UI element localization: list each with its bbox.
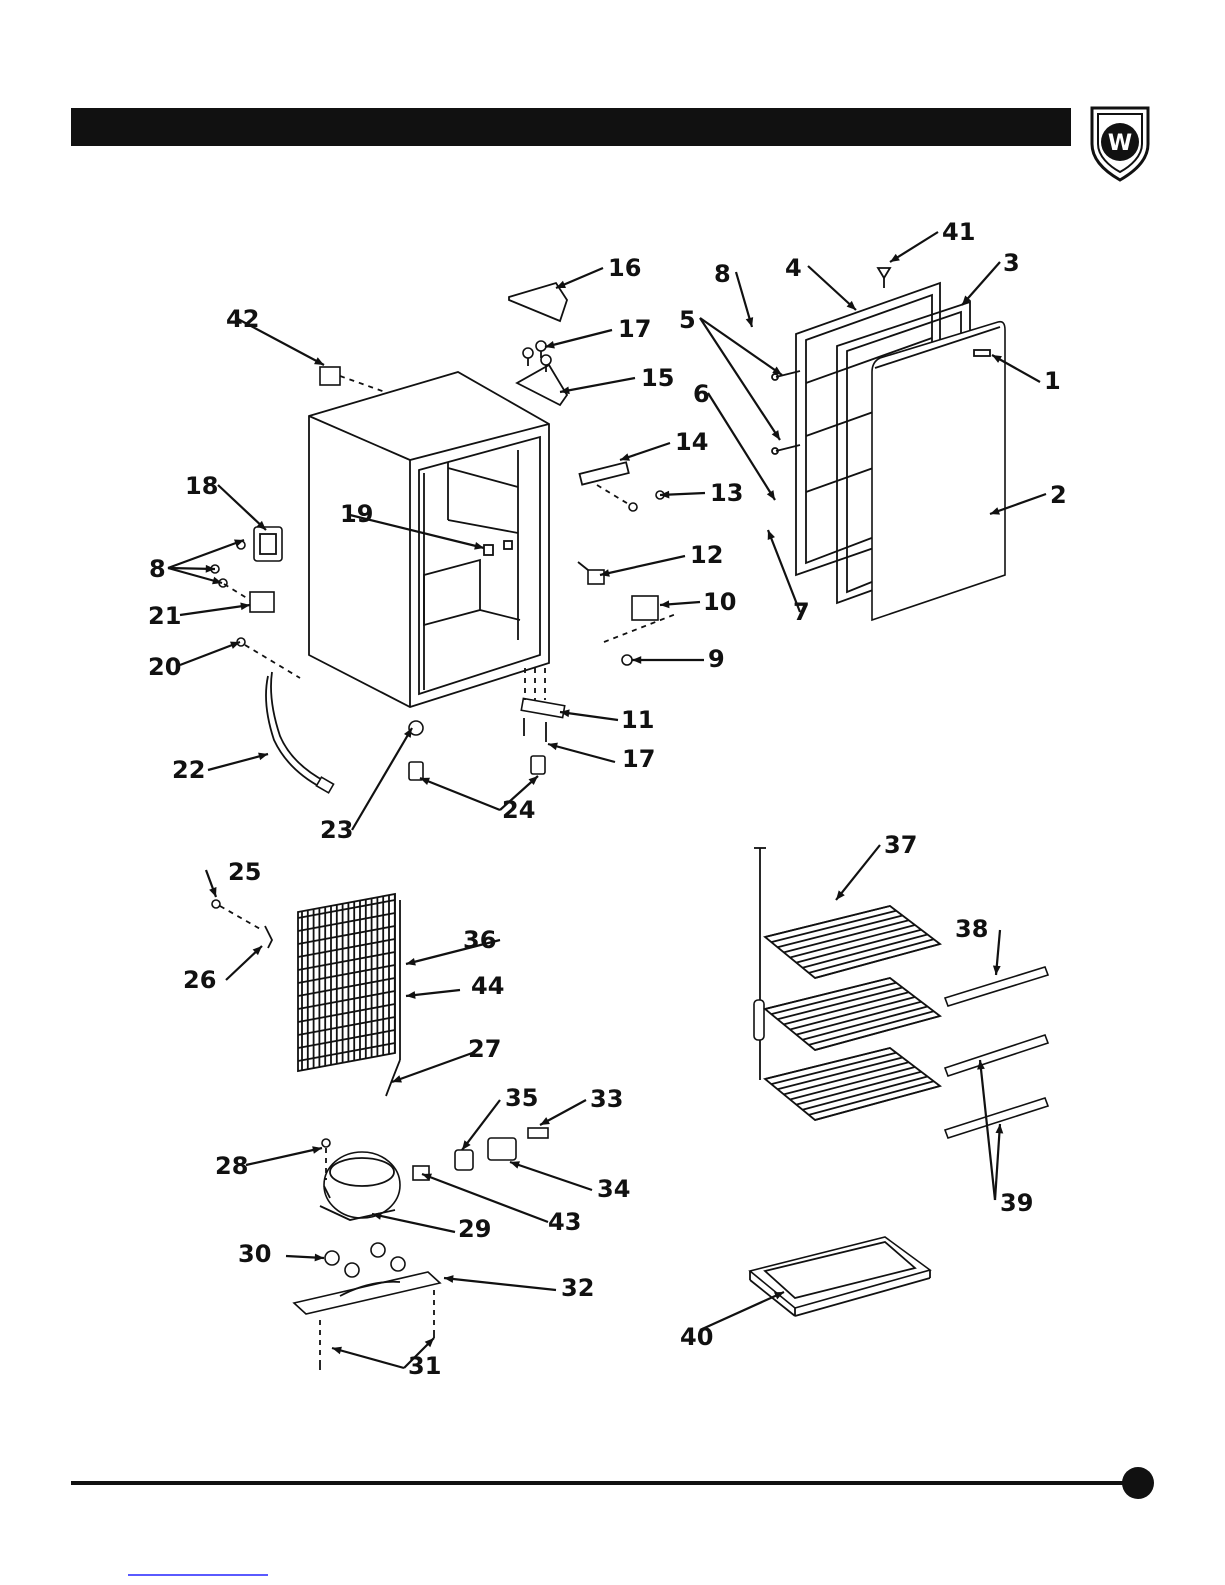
part-label: 4 [785, 254, 802, 282]
part-label: 25 [228, 858, 261, 886]
part-label: 43 [548, 1208, 581, 1236]
compressor-mount-grommets [325, 1243, 405, 1277]
power-cord [237, 638, 334, 793]
part-label: 24 [502, 796, 535, 824]
bracket-screws [597, 485, 664, 511]
part-label: 5 [679, 306, 696, 334]
shelf-trim-strips [945, 967, 1048, 1138]
thermostat-bezel [254, 527, 282, 561]
bottom-hinge-screws [524, 718, 546, 742]
part-label: 34 [597, 1175, 630, 1203]
part-label: 23 [320, 816, 353, 844]
drip-tray [750, 1237, 930, 1316]
top-hinge [517, 365, 567, 405]
part-label: 8 [149, 555, 166, 583]
part-label: 19 [340, 500, 373, 528]
compressor [320, 1139, 400, 1220]
door-stop-bracket [580, 462, 629, 484]
wire-shelves [765, 906, 940, 1120]
control-box-screw [622, 655, 632, 665]
part-label: 9 [708, 645, 725, 673]
part-label: 21 [148, 602, 181, 630]
part-label: 28 [215, 1152, 248, 1180]
part-label: 37 [884, 831, 917, 859]
part-label: 31 [408, 1352, 441, 1380]
condenser-clip [212, 900, 272, 948]
footer-page-dot [1122, 1467, 1154, 1499]
hinge-mount-dashes [525, 668, 545, 700]
part-label: 42 [226, 305, 259, 333]
clip [528, 1128, 548, 1138]
leveling-legs [409, 756, 545, 780]
bottom-hinge [521, 698, 564, 717]
part-label: 12 [690, 541, 723, 569]
door-top-pin [878, 268, 890, 288]
evaporator-tube [754, 848, 766, 1080]
overload [455, 1150, 473, 1170]
label-plate [320, 367, 340, 385]
top-hinge-cover [509, 283, 567, 321]
part-label: 1 [1044, 367, 1061, 395]
part-label: 36 [463, 926, 496, 954]
part-label: 41 [942, 218, 975, 246]
footer-rule [71, 1481, 1129, 1485]
part-label: 32 [561, 1274, 594, 1302]
condenser-coil [298, 894, 400, 1096]
part-label: 2 [1050, 481, 1067, 509]
part-label: 35 [505, 1084, 538, 1112]
part-label: 16 [608, 254, 641, 282]
part-label: 3 [1003, 249, 1020, 277]
part-label: 14 [675, 428, 708, 456]
part-label: 27 [468, 1035, 501, 1063]
part-label: 30 [238, 1240, 271, 1268]
part-label: 20 [148, 653, 181, 681]
part-label: 18 [185, 472, 218, 500]
thermostat-housing [250, 592, 274, 612]
cabinet-body [309, 372, 549, 707]
part-label: 29 [458, 1215, 491, 1243]
part-label: 10 [703, 588, 736, 616]
part-label: 7 [793, 598, 810, 626]
part-label: 15 [641, 364, 674, 392]
relay-cover [488, 1138, 516, 1160]
control-box [632, 596, 658, 620]
part-label: 13 [710, 479, 743, 507]
part-label: 22 [172, 756, 205, 784]
part-label: 17 [618, 315, 651, 343]
part-label: 38 [955, 915, 988, 943]
part-label: 6 [693, 380, 710, 408]
part-label: 11 [621, 706, 654, 734]
part-label: 26 [183, 966, 216, 994]
door-panel [872, 322, 1005, 620]
part-label: 8 [714, 260, 731, 288]
part-label: 40 [680, 1323, 713, 1351]
part-label: 33 [590, 1085, 623, 1113]
bottom-link-underline [128, 1574, 268, 1576]
light-switch [578, 562, 604, 584]
part-label: 44 [471, 972, 504, 1000]
part-label: 17 [622, 745, 655, 773]
part-label: 39 [1000, 1189, 1033, 1217]
